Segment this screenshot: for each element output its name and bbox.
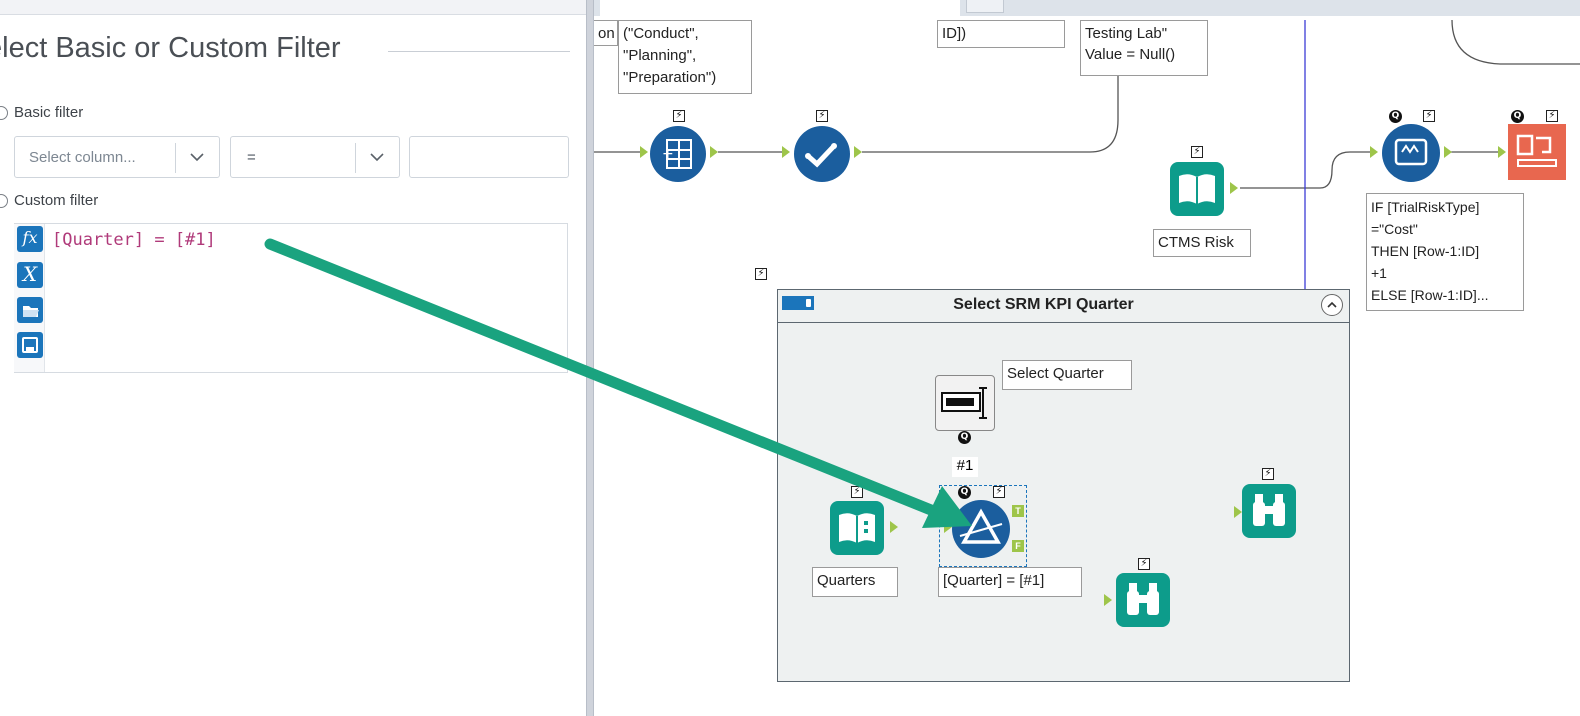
annotation-select-quarter: Select Quarter (1002, 360, 1132, 390)
bolt-icon: ⚡ (1191, 146, 1203, 158)
input-anchor[interactable] (640, 146, 648, 158)
browse-true-tool[interactable] (1242, 484, 1296, 538)
output-anchor[interactable] (710, 146, 718, 158)
false-anchor[interactable]: F (1012, 540, 1024, 552)
chevron-down-icon (370, 153, 384, 162)
multi-field-formula-tool[interactable]: + (650, 126, 706, 182)
operator-dropdown[interactable]: = (230, 136, 400, 178)
annotation-multi-row-formula: IF [TrialRiskType] ="Cost" THEN [Row-1:I… (1366, 193, 1524, 311)
multi-row-formula-tool[interactable] (1382, 124, 1440, 182)
input-anchor[interactable] (944, 521, 952, 533)
bolt-icon: ⚡ (1546, 110, 1558, 122)
output-anchor[interactable] (854, 146, 862, 158)
collapse-container-button[interactable] (1321, 294, 1343, 316)
browse-false-tool[interactable] (1116, 573, 1170, 627)
input-anchor[interactable] (1370, 146, 1378, 158)
annotation-list-partial: on (594, 20, 618, 46)
binoculars-icon (1253, 494, 1285, 526)
output-anchor[interactable] (1230, 182, 1238, 194)
filter-tool[interactable] (952, 500, 1010, 558)
bolt-icon: ⚡ (673, 110, 685, 122)
checkmark-icon (805, 143, 837, 168)
toggle-knob (806, 299, 811, 307)
bolt-icon: ⚡ (1423, 110, 1435, 122)
container-toggle-icon[interactable] (782, 296, 814, 310)
bolt-icon: ⚡ (1262, 468, 1274, 480)
panel-splitter[interactable] (586, 0, 594, 716)
quarters-input-tool[interactable] (830, 501, 884, 555)
filter-value-input[interactable] (409, 136, 569, 178)
container-title: Select SRM KPI Quarter (953, 296, 1134, 313)
annotation-id: ID]) (937, 20, 1065, 48)
column-select-placeholder: Select column... (29, 149, 136, 166)
bolt-icon: ⚡ (851, 486, 863, 498)
chevron-up-icon (1327, 301, 1337, 308)
input-anchor[interactable] (1104, 594, 1112, 606)
panel-title: elect Basic or Custom Filter (0, 32, 341, 64)
data-cleansing-tool[interactable] (794, 126, 850, 182)
open-folder-icon[interactable] (17, 297, 43, 323)
open-book-icon (1179, 174, 1215, 204)
output-anchor[interactable] (1444, 146, 1452, 158)
chevron-down-icon (190, 153, 204, 162)
input-anchor[interactable] (782, 146, 790, 158)
dropdown-separator (175, 143, 176, 173)
open-book-icon (839, 513, 875, 543)
custom-filter-label: Custom filter (14, 192, 99, 209)
fx-function-icon[interactable]: fx (17, 226, 43, 252)
basic-filter-label: Basic filter (14, 104, 84, 121)
multi-row-icon (1394, 138, 1428, 166)
dropdown-separator (355, 143, 356, 173)
bolt-icon: ⚡ (816, 110, 828, 122)
ctms-risk-input-tool[interactable] (1170, 162, 1224, 216)
binoculars-icon (1127, 583, 1159, 615)
column-select-dropdown[interactable]: Select column... (14, 136, 220, 178)
text-box-interface-tool[interactable] (935, 375, 995, 431)
svg-text:+: + (662, 146, 674, 162)
output-anchor[interactable] (890, 521, 898, 533)
input-anchor[interactable] (1234, 506, 1242, 518)
bolt-icon: ⚡ (1138, 558, 1150, 570)
expression-text[interactable]: [Quarter] = [#1] (52, 230, 216, 250)
tab-secondary[interactable] (966, 0, 1004, 13)
report-icon (1516, 134, 1557, 167)
annotation-conduct-list: ("Conduct", "Planning", "Preparation") (618, 20, 752, 94)
q-badge: Q (958, 431, 971, 444)
true-anchor[interactable]: T (1012, 505, 1024, 517)
annotation-quarters: Quarters (812, 567, 898, 597)
annotation-ctms-risk: CTMS Risk (1153, 229, 1251, 257)
container-header[interactable] (778, 290, 1349, 323)
annotation-filter-expression: [Quarter] = [#1] (938, 567, 1082, 597)
save-disk-icon[interactable] (17, 332, 43, 358)
multi-field-icon: + (662, 139, 692, 169)
text-box-icon (941, 387, 987, 419)
operator-value: = (247, 149, 256, 166)
config-panel-topbar (0, 0, 588, 15)
bolt-icon: ⚡ (755, 268, 767, 280)
tab-active-workflow[interactable] (600, 0, 960, 16)
bolt-icon: ⚡ (993, 486, 1005, 498)
filter-triangle-icon (959, 508, 1003, 544)
connection-label: #1 (952, 457, 978, 477)
q-badge: Q (1389, 110, 1402, 123)
title-divider (388, 51, 570, 52)
variable-x-icon[interactable]: X (17, 262, 43, 288)
orange-output-tool[interactable] (1508, 124, 1566, 180)
annotation-testing-lab: Testing Lab" Value = Null() (1080, 20, 1208, 76)
q-badge: Q (958, 486, 971, 499)
input-anchor[interactable] (1498, 146, 1506, 158)
q-badge: Q (1511, 110, 1524, 123)
